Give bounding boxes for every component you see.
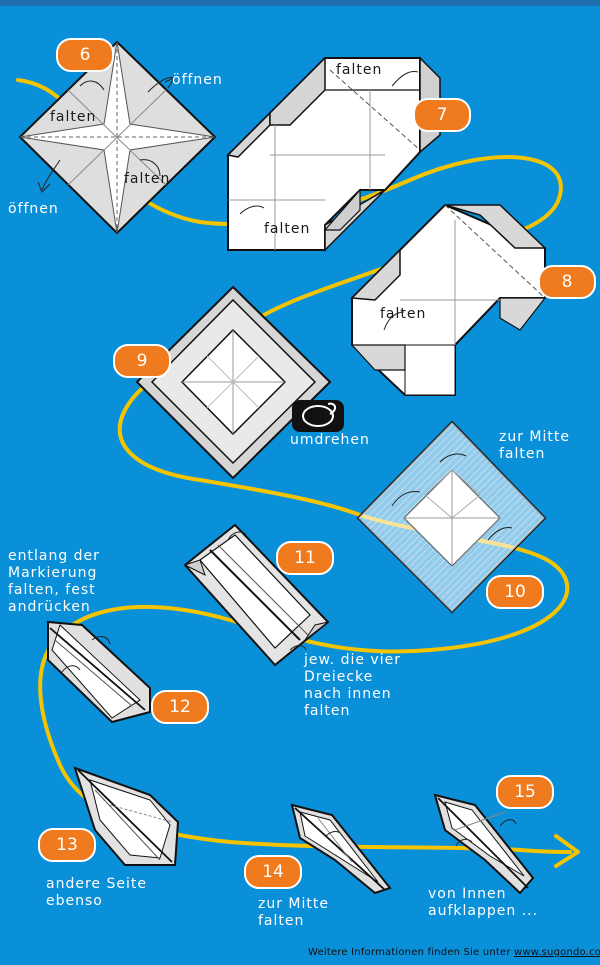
step11-figure bbox=[183, 523, 330, 667]
label-zur-mitte-falten: zur Mitte falten bbox=[499, 429, 570, 462]
step-badge-10: 10 bbox=[486, 575, 544, 609]
step13-figure bbox=[73, 766, 180, 866]
label-oeffnen-bottom: öffnen bbox=[8, 201, 59, 217]
step9-figure bbox=[135, 285, 332, 480]
footer-text: Weitere Informationen finden Sie unter bbox=[308, 947, 515, 958]
label-falten-step6-right: falten bbox=[124, 171, 171, 187]
label-dreiecke: jew. die vier Dreiecke nach innen falten bbox=[304, 652, 401, 719]
step14-figure bbox=[290, 803, 392, 895]
label-falten-step7-bottom: falten bbox=[264, 221, 311, 237]
step15-figure bbox=[433, 793, 535, 895]
path-arrowhead bbox=[554, 834, 580, 868]
flip-over-icon bbox=[292, 400, 344, 432]
footer-note: Weitere Informationen finden Sie unter w… bbox=[308, 947, 600, 958]
label-umdrehen: umdrehen bbox=[290, 432, 370, 448]
step-badge-9: 9 bbox=[113, 344, 171, 378]
step-badge-13: 13 bbox=[38, 828, 96, 862]
step10-figure bbox=[356, 420, 547, 614]
label-von-innen: von Innen aufklappen ... bbox=[428, 886, 539, 919]
top-border bbox=[0, 0, 600, 6]
step8-figure bbox=[350, 203, 547, 396]
label-falten-step8: falten bbox=[380, 306, 427, 322]
step-badge-14: 14 bbox=[244, 855, 302, 889]
footer-link[interactable]: www.sugondo.com bbox=[514, 947, 600, 958]
step12-figure bbox=[47, 620, 151, 724]
label-andere-seite: andere Seite ebenso bbox=[46, 876, 147, 909]
step-badge-11: 11 bbox=[276, 541, 334, 575]
step-badge-12: 12 bbox=[151, 690, 209, 724]
label-falten-step6-left: falten bbox=[50, 109, 97, 125]
step-badge-7: 7 bbox=[413, 98, 471, 132]
label-oeffnen-top: öffnen bbox=[172, 72, 223, 88]
step-badge-8: 8 bbox=[538, 265, 596, 299]
label-zur-mitte-falten-14: zur Mitte falten bbox=[258, 896, 329, 929]
label-entlang-markierung: entlang der Markierung falten, fest andr… bbox=[8, 548, 100, 615]
step-badge-15: 15 bbox=[496, 775, 554, 809]
step6-figure bbox=[18, 40, 217, 235]
guide-path bbox=[16, 78, 572, 854]
label-falten-step7-top: falten bbox=[336, 62, 383, 78]
step-badge-6: 6 bbox=[56, 38, 114, 72]
step7-figure bbox=[226, 56, 441, 252]
